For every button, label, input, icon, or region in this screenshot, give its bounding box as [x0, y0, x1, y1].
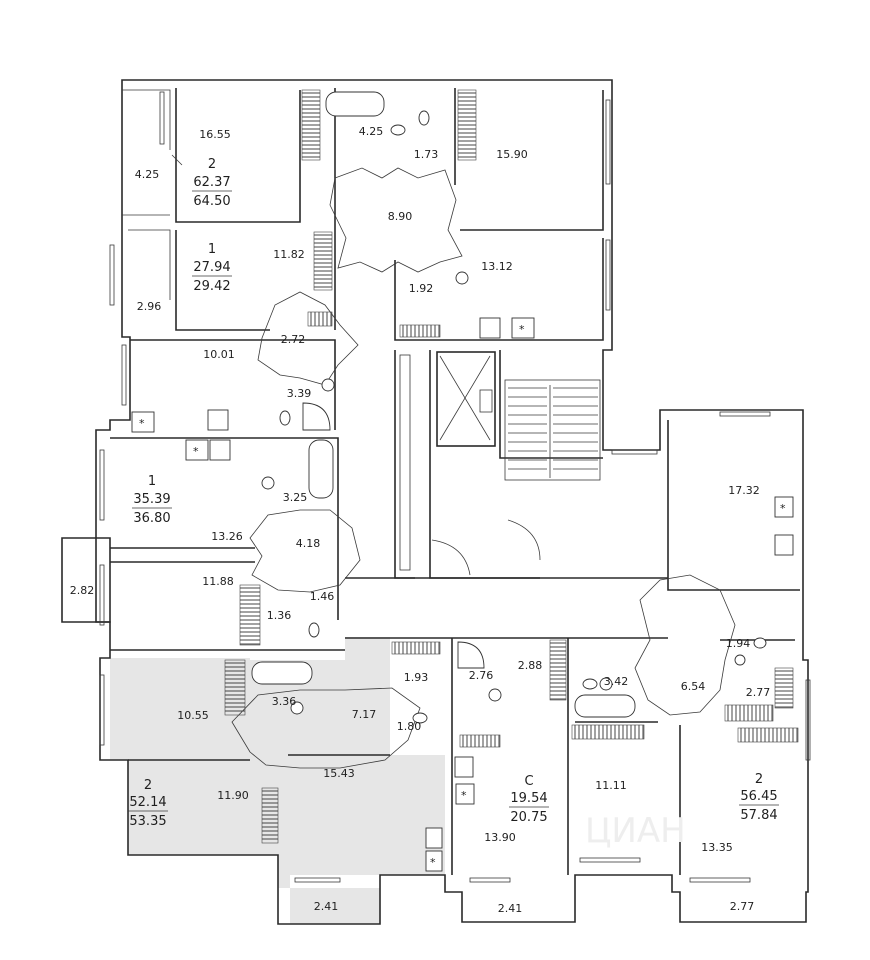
- door-swings: [171, 154, 541, 576]
- room-area: 11.11: [595, 779, 627, 792]
- apartment-label: С 19.54 20.75: [509, 774, 549, 825]
- apartment-rooms: 2: [755, 772, 763, 787]
- room-area: 15.90: [496, 148, 528, 161]
- apartment-living-area: 52.14: [129, 795, 166, 810]
- room-area: 1.94: [726, 637, 751, 650]
- apartment-rooms: 2: [144, 778, 152, 793]
- outer-walls: [61, 79, 809, 925]
- room-area: 2.41: [314, 900, 339, 913]
- room-area: 13.35: [701, 841, 733, 854]
- room-area: 2.41: [498, 902, 523, 915]
- svg-text:*: *: [193, 445, 199, 458]
- room-area: 16.55: [199, 128, 231, 141]
- apartment-label: 2 56.45 57.84: [739, 772, 779, 823]
- room-area: 10.01: [203, 348, 235, 361]
- room-area: 2.88: [518, 659, 543, 672]
- interior-walls: [110, 88, 800, 875]
- room-area: 13.26: [211, 530, 243, 543]
- selected-apartment-fill: [110, 637, 445, 924]
- apartment-rooms: 2: [208, 157, 216, 172]
- room-area: 3.42: [604, 675, 629, 688]
- room-area: 1.92: [409, 282, 434, 295]
- elevator-shaft: [399, 351, 496, 571]
- room-area: 10.55: [177, 709, 209, 722]
- room-area: 4.25: [135, 168, 160, 181]
- apartment-label: 1 27.94 29.42: [192, 242, 232, 294]
- svg-text:*: *: [139, 417, 145, 430]
- room-area: 2.76: [469, 669, 494, 682]
- apartment-total-area: 20.75: [510, 810, 547, 825]
- room-area: 4.25: [359, 125, 384, 138]
- apartment-rooms: С: [524, 774, 533, 789]
- apartment-total-area: 36.80: [133, 511, 170, 526]
- room-area: 2.96: [137, 300, 162, 313]
- room-area: 2.77: [746, 686, 771, 699]
- room-area: 11.88: [202, 575, 234, 588]
- apartment-total-area: 29.42: [193, 279, 230, 294]
- staircase: [504, 379, 601, 481]
- apartment-rooms: 1: [148, 474, 156, 489]
- room-area: 6.54: [681, 680, 706, 693]
- room-area: 13.90: [484, 831, 516, 844]
- room-area: 2.82: [70, 584, 95, 597]
- apartment-living-area: 56.45: [740, 789, 777, 804]
- svg-text:*: *: [461, 789, 467, 802]
- room-area: 1.46: [310, 590, 335, 603]
- room-area: 13.12: [481, 260, 513, 273]
- apartment-rooms: 1: [208, 242, 216, 257]
- room-area: 2.72: [281, 333, 306, 346]
- room-area-labels: 16.55 4.25 4.25 1.73 15.90 8.90 11.82 13…: [70, 125, 771, 915]
- hatched-storage: [224, 89, 799, 844]
- room-area: 1.73: [414, 148, 439, 161]
- apartment-label: 2 52.14 53.35: [128, 778, 168, 829]
- room-area: 11.90: [217, 789, 249, 802]
- room-area: 1.93: [404, 671, 429, 684]
- apartment-label: 2 62.37 64.50: [192, 157, 232, 209]
- watermark: ЦИАН: [585, 811, 686, 851]
- svg-text:*: *: [519, 323, 525, 336]
- fixtures: [131, 91, 794, 872]
- apartment-total-area: 57.84: [740, 808, 777, 823]
- apartment-total-area: 64.50: [193, 194, 230, 209]
- svg-text:*: *: [430, 856, 436, 869]
- apartment-living-area: 27.94: [193, 260, 230, 275]
- room-area: 17.32: [728, 484, 760, 497]
- room-area: 4.18: [296, 537, 321, 550]
- fridge-asterisks: * * * * * *: [139, 323, 786, 869]
- room-area: 3.25: [283, 491, 308, 504]
- room-area: 11.82: [273, 248, 305, 261]
- room-area: 15.43: [323, 767, 355, 780]
- room-area: 3.39: [287, 387, 312, 400]
- apartment-living-area: 35.39: [133, 492, 170, 507]
- room-area: 2.77: [730, 900, 755, 913]
- apartment-label: 1 35.39 36.80: [132, 474, 172, 526]
- svg-text:*: *: [780, 502, 786, 515]
- room-area: 1.36: [267, 609, 292, 622]
- apartment-living-area: 62.37: [193, 175, 230, 190]
- room-area: 3.36: [272, 695, 297, 708]
- apartment-living-area: 19.54: [510, 791, 547, 806]
- room-area: 8.90: [388, 210, 413, 223]
- windows: [99, 91, 811, 883]
- apartment-total-area: 53.35: [129, 814, 166, 829]
- corridor-outlines: [231, 167, 736, 769]
- room-area: 7.17: [352, 708, 377, 721]
- room-area: 1.80: [397, 720, 422, 733]
